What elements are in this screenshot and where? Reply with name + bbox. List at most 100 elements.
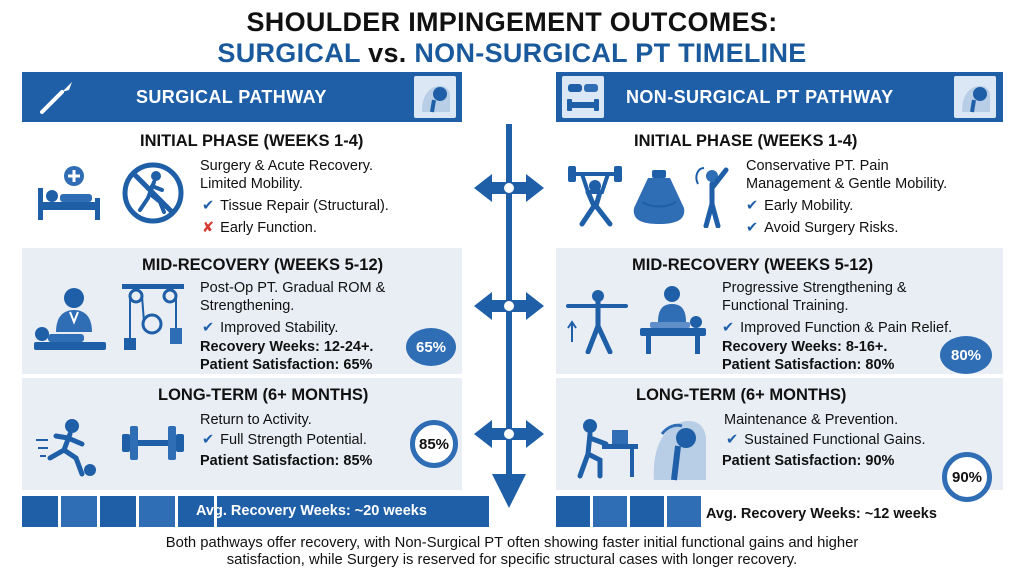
bar-segment (667, 496, 701, 527)
pro-item-label: Improved Stability. (220, 320, 339, 336)
pro-item: ✔ Improved Function & Pain Relief. (722, 320, 952, 336)
scalpel-icon (40, 82, 72, 114)
page-title: SHOULDER IMPINGEMENT OUTCOMES: (246, 7, 778, 37)
ice-pack-icon (633, 170, 685, 224)
text-line: Management & Gentle Mobility. (746, 176, 948, 192)
phase-title: INITIAL PHASE (WEEKS 1-4) (140, 132, 364, 150)
text-line: Progressive Strengthening & (722, 280, 907, 296)
satisfaction-badge: 80% (940, 336, 992, 374)
nonsurgical-recovery-bar (556, 496, 704, 527)
arrows-icon (474, 124, 544, 508)
caption-line: satisfaction, while Surgery is reserved … (226, 552, 798, 569)
con-item: ✘ Early Function. (202, 220, 317, 236)
massage-table-icon (640, 286, 706, 354)
check-icon: ✔ (746, 220, 759, 236)
pro-item: ✔ Avoid Surgery Risks. (746, 220, 898, 236)
pro-item-label: Avoid Surgery Risks. (764, 220, 899, 236)
bar-segment (630, 496, 664, 527)
shoulder-joint-icon (653, 420, 706, 481)
phase-title: MID-RECOVERY (WEEKS 5-12) (142, 256, 384, 274)
bar-segment (22, 496, 58, 527)
pro-item-label: Early Mobility. (764, 198, 854, 214)
nonsurgical-initial-phase: INITIAL PHASE (WEEKS 1-4) Conservative P… (556, 124, 1003, 244)
check-icon: ✔ (746, 198, 759, 214)
surgical-recovery-bar (22, 496, 492, 527)
bar-segment (556, 496, 590, 527)
satisfaction-ring: 90% (942, 452, 992, 502)
text-line: Surgery & Acute Recovery. (200, 158, 374, 174)
text-line: Post-Op PT. Gradual ROM & (200, 280, 386, 296)
pro-item: ✔ Full Strength Potential. (202, 432, 367, 448)
patient-satisfaction: Patient Satisfaction: 80% (722, 357, 895, 373)
patient-satisfaction: Patient Satisfaction: 65% (200, 357, 373, 373)
nonsurgical-avg-recovery: Avg. Recovery Weeks: ~12 weeks (706, 506, 937, 522)
surgical-banner-label: SURGICAL PATHWAY (136, 86, 327, 107)
hospital-bed-icon (38, 166, 100, 220)
surgical-initial-phase: INITIAL PHASE (WEEKS 1-4) Surgery & Acut… (22, 124, 462, 244)
shoulder-icon-right (954, 76, 996, 118)
nonsurgical-banner-label: NON-SURGICAL PT PATHWAY (626, 86, 894, 107)
text-line: Maintenance & Prevention. (724, 412, 899, 428)
nonsurgical-long-term-phase: LONG-TERM (6+ MONTHS) Maintenance & Prev… (556, 378, 1003, 502)
surgical-banner: SURGICAL PATHWAY (22, 72, 462, 122)
subtitle-surgical: SURGICAL (217, 38, 361, 68)
soccer-player-icon (36, 419, 96, 477)
stretch-icon (695, 167, 729, 228)
pro-item-label: Improved Function & Pain Relief. (740, 320, 953, 336)
text-line: Strengthening. (200, 298, 295, 314)
subtitle-vs: vs. (360, 38, 415, 68)
nonsurgical-mid-phase: MID-RECOVERY (WEEKS 5-12) Progressive St… (556, 248, 1003, 374)
check-icon: ✔ (202, 198, 215, 214)
text-line: Return to Activity. (200, 412, 312, 428)
check-icon: ✔ (722, 320, 735, 336)
summary-caption: Both pathways offer recovery, with Non-S… (0, 535, 1024, 569)
pro-item-label: Tissue Repair (Structural). (220, 198, 389, 214)
text-line: Limited Mobility. (200, 176, 303, 192)
recovery-weeks: Recovery Weeks: 8-16+. (722, 339, 888, 355)
desk-worker-icon (577, 419, 638, 479)
pro-item-label: Sustained Functional Gains. (744, 432, 926, 448)
caption-line: Both pathways offer recovery, with Non-S… (165, 535, 859, 551)
check-icon: ✔ (202, 320, 215, 336)
text-line: Functional Training. (722, 298, 849, 314)
check-icon: ✔ (726, 432, 739, 448)
hands-icon (562, 76, 604, 118)
exercise-icon (566, 290, 628, 354)
surgical-mid-phase: MID-RECOVERY (WEEKS 5-12) Post-Op PT. Gr… (22, 248, 462, 374)
satisfaction-badge: 65% (406, 328, 456, 366)
pulley-icon (122, 284, 184, 350)
patient-satisfaction: Patient Satisfaction: 90% (722, 453, 895, 469)
patient-satisfaction: Patient Satisfaction: 85% (200, 453, 373, 469)
no-walking-icon (122, 162, 184, 224)
phase-title: LONG-TERM (6+ MONTHS) (636, 386, 847, 404)
bar-segment (178, 496, 214, 527)
satisfaction-ring: 85% (410, 420, 458, 468)
surgical-long-term-phase: LONG-TERM (6+ MONTHS) Return to Activity… (22, 378, 462, 490)
pro-item: ✔ Sustained Functional Gains. (726, 432, 926, 448)
nonsurgical-banner: NON-SURGICAL PT PATHWAY (556, 72, 1003, 122)
check-icon: ✔ (202, 432, 215, 448)
pro-item: ✔ Tissue Repair (Structural). (202, 198, 389, 214)
pro-item: ✔ Improved Stability. (202, 320, 338, 336)
weightlifter-icon (568, 166, 622, 227)
bar-segment (100, 496, 136, 527)
recovery-weeks: Recovery Weeks: 12-24+. (200, 339, 374, 355)
cross-icon: ✘ (202, 220, 215, 236)
page-subtitle: SURGICAL vs. NON-SURGICAL PT TIMELINE (0, 40, 1024, 67)
shoulder-icon (414, 76, 456, 118)
con-item-label: Early Function. (220, 220, 317, 236)
doctor-icon (34, 288, 106, 350)
phase-title: LONG-TERM (6+ MONTHS) (158, 386, 369, 404)
barbell-icon (122, 426, 184, 460)
pro-item-label: Full Strength Potential. (220, 432, 367, 448)
pro-item: ✔ Early Mobility. (746, 198, 853, 214)
text-line: Conservative PT. Pain (746, 158, 889, 174)
bar-segment (593, 496, 627, 527)
bar-segment (139, 496, 175, 527)
phase-title: INITIAL PHASE (WEEKS 1-4) (634, 132, 858, 150)
bar-segment (217, 496, 489, 527)
surgical-avg-recovery: Avg. Recovery Weeks: ~20 weeks (196, 503, 427, 519)
bar-segment (61, 496, 97, 527)
phase-title: MID-RECOVERY (WEEKS 5-12) (632, 256, 874, 274)
subtitle-nonsurgical: NON-SURGICAL PT TIMELINE (414, 38, 807, 68)
